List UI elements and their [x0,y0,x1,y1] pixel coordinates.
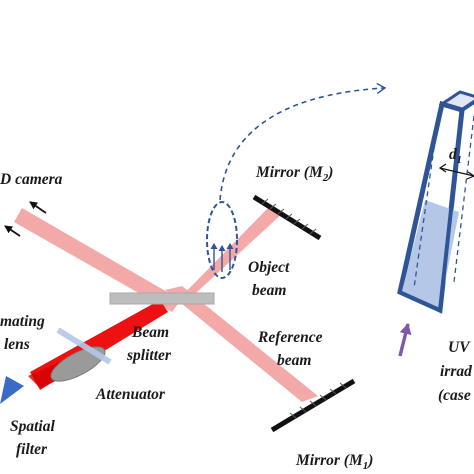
uv-label-line3: (case [438,387,471,404]
reference-beam-label-line1: Reference [257,329,323,346]
object-beam-marker [206,201,238,279]
attenuator [56,327,112,365]
mirror-m2-label: Mirror (M2) [255,164,333,184]
mirror-m1-main: Mirror (M [295,452,364,469]
camera-arrow-upper [29,201,47,214]
uv-source-arrow [398,323,412,357]
thickness-sub: 1 [457,155,462,166]
mirror-m2-paren: ) [326,164,333,181]
uv-label-line1: UV [448,339,471,356]
cuvette-dashed-inner-right [453,115,474,283]
mirror-m2 [252,194,322,241]
thickness-main: d [449,146,457,163]
split-beams [14,208,318,402]
spatial-filter-cone [0,376,24,404]
reference-beam-path [165,286,318,402]
spatial-filter-label-line2: filter [16,441,48,458]
collimating-lens [50,346,106,382]
object-beam-path [158,208,284,304]
thickness-arrow [439,167,474,177]
uv-label-line2: irrad [440,363,472,380]
mirror-m1-label: Mirror (M1) [295,452,373,472]
curved-dashed-arrow [219,82,387,201]
mirror-m1 [270,378,356,433]
spatial-filter-label-line1: Spatial [10,418,55,435]
mirror-m2-main: Mirror (M [255,164,324,181]
mirror-m1-paren: ) [366,452,373,469]
reference-beam-label-line2: beam [277,352,311,369]
mirror-m1-sub: 1 [363,460,369,472]
beam-splitter-label-line2: splitter [126,347,172,364]
cuvette [397,90,474,314]
cuvette-dashed-inner-left [413,119,439,289]
camera-label: D camera [0,171,63,188]
beam-splitter-label-line1: Beam [131,324,169,341]
object-beam-label-line1: Object [248,259,290,276]
object-beam-label-line2: beam [252,282,286,299]
camera-arrow-lower [4,225,21,237]
beam-splitter [109,292,215,305]
collimating-lens-label-line1: mating [0,313,45,330]
mirror-m2-sub: 2 [322,172,329,184]
beam-to-camera [14,208,181,312]
attenuator-label: Attenuator [95,386,166,403]
thickness-label: d1 [449,146,462,166]
collimating-lens-label-line2: lens [4,336,30,353]
